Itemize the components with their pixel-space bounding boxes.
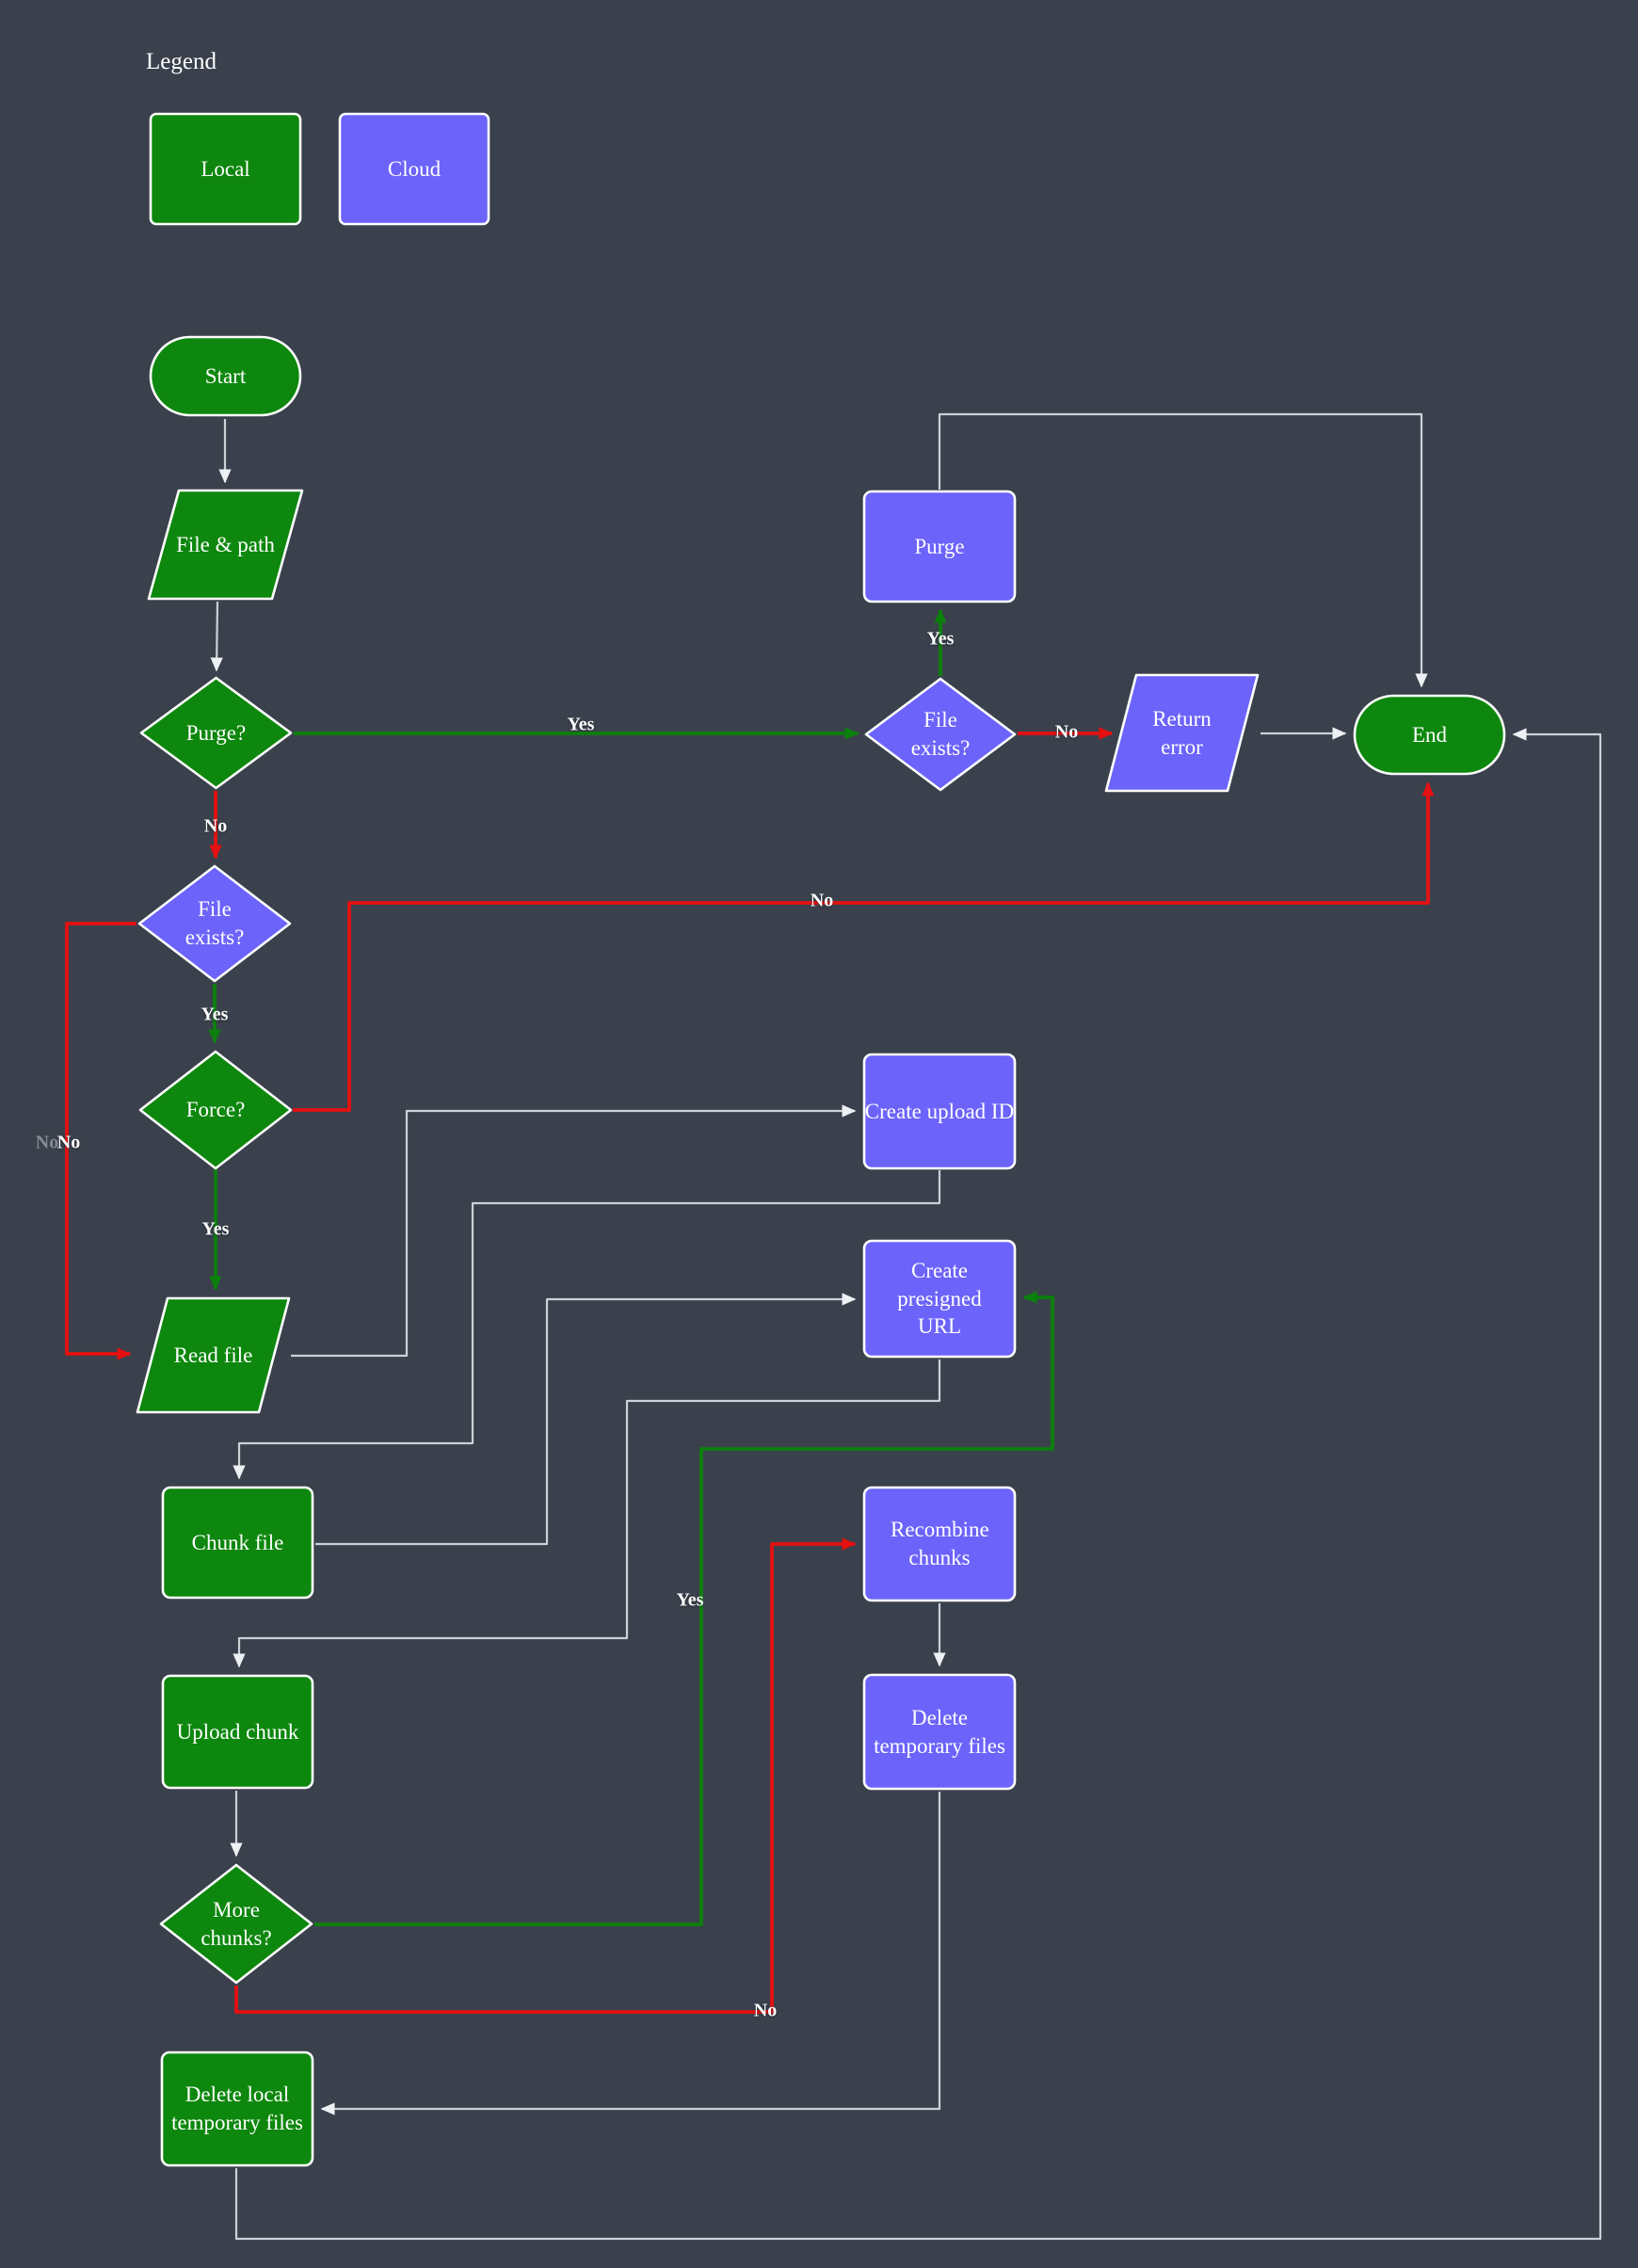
edge-felocal-no — [65, 922, 136, 1360]
edge-readfile-createuploadid — [291, 1104, 857, 1358]
edge-chunkfile-presigned — [315, 1293, 857, 1546]
node-purge-shape — [862, 490, 1017, 603]
node-readfile-shape — [136, 1296, 291, 1414]
edge-deletetemp-deletelocal — [320, 1792, 941, 2115]
edge-forceq-no — [293, 781, 1435, 1112]
node-presigned-shape — [862, 1239, 1017, 1359]
node-deletetemp-shape — [862, 1673, 1017, 1791]
legend-cloud-swatch — [338, 112, 490, 226]
edge-purge-end — [938, 412, 1428, 688]
node-end-shape — [1353, 694, 1506, 776]
node-createuploadid-shape — [862, 1053, 1017, 1170]
edge-deletelocal-end — [234, 728, 1602, 2241]
edge-presigned-uploadchunk — [233, 1359, 941, 1668]
node-purgeq-shape — [139, 676, 293, 790]
edge-morechunks-yes — [314, 1291, 1054, 1926]
edge-createuploadid-chunkfile — [233, 1170, 941, 1480]
edge-morechunks-no — [234, 1537, 857, 2014]
legend-title: Legend — [146, 49, 217, 74]
node-recombine-shape — [862, 1486, 1017, 1602]
node-uploadchunk-shape — [161, 1674, 314, 1790]
node-felocal-shape — [137, 864, 292, 983]
node-filepath-shape — [147, 489, 304, 601]
node-returnerror-shape — [1104, 673, 1260, 793]
node-start-shape — [149, 335, 302, 417]
node-forceq-shape — [138, 1050, 293, 1170]
node-chunkfile-shape — [161, 1486, 314, 1600]
node-deletelocal-shape — [160, 2051, 314, 2167]
node-morechunks-shape — [159, 1863, 313, 1985]
legend-local-swatch — [149, 112, 302, 226]
node-fecloud-shape — [864, 677, 1017, 792]
